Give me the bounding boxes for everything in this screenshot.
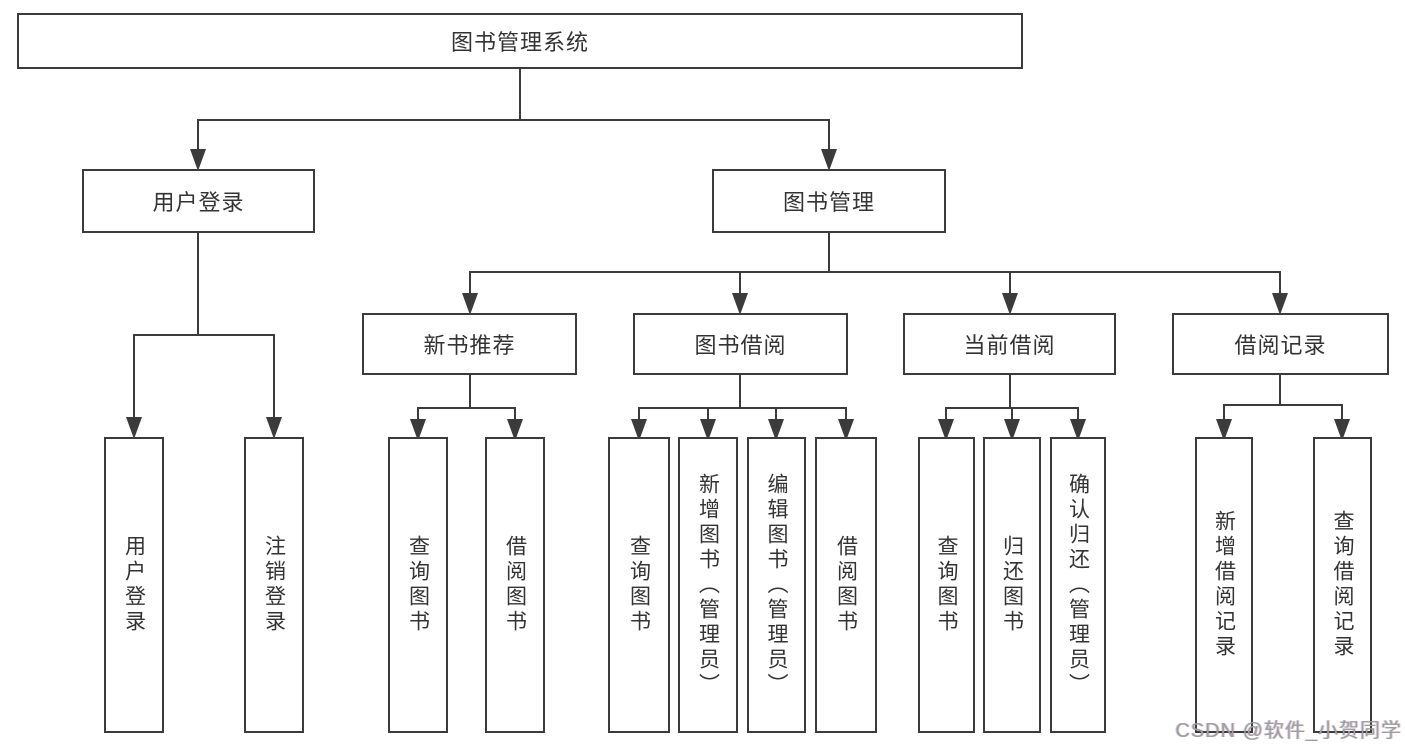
leaf-return-books-label: 归还图书 [1000,535,1024,635]
leaf-edit-books-admin-label: 编辑图书（管理员） [765,472,788,698]
leaf-borrow-books-2-label: 借阅图书 [834,535,858,635]
leaf-query-books-1-label: 查询图书 [406,535,430,635]
node-new-book-recommend: 新书推荐 [362,313,577,375]
arrow-down-icon [732,293,748,315]
arrow-down-icon [126,417,142,439]
arrow-down-icon [1002,293,1018,315]
leaf-logout: 注销登录 [244,437,304,733]
node-user-login: 用户登录 [82,169,315,233]
node-current-borrow: 当前借阅 [903,313,1116,375]
leaf-query-books-1: 查询图书 [388,437,448,733]
leaf-add-borrow-record: 新增借阅记录 [1195,437,1253,733]
leaf-add-borrow-record-label: 新增借阅记录 [1212,510,1236,660]
leaf-query-borrow-record-label: 查询借阅记录 [1331,510,1354,660]
arrow-down-icon [821,149,837,171]
node-borrow-records: 借阅记录 [1172,313,1389,375]
leaf-add-books-admin-label: 新增图书（管理员） [696,472,720,698]
leaf-query-borrow-record: 查询借阅记录 [1313,437,1372,733]
node-root: 图书管理系统 [17,13,1023,69]
leaf-borrow-books-2: 借阅图书 [815,437,877,733]
leaf-user-login-label: 用户登录 [122,535,146,635]
leaf-user-login: 用户登录 [104,437,164,733]
leaf-borrow-books-1-label: 借阅图书 [503,535,527,635]
node-book-borrow: 图书借阅 [633,313,848,375]
leaf-query-books-2: 查询图书 [608,437,670,733]
leaf-add-books-admin: 新增图书（管理员） [678,437,738,733]
leaf-query-books-3: 查询图书 [918,437,975,733]
leaf-confirm-return-admin-label: 确认归还（管理员） [1066,472,1090,698]
leaf-logout-label: 注销登录 [262,535,286,635]
arrow-down-icon [266,417,282,439]
leaf-query-books-2-label: 查询图书 [627,535,651,635]
leaf-borrow-books-1: 借阅图书 [485,437,545,733]
leaf-query-books-3-label: 查询图书 [935,535,958,635]
leaf-confirm-return-admin: 确认归还（管理员） [1050,437,1106,733]
watermark: CSDN @软件_小贺同学 [1175,720,1402,742]
node-book-management: 图书管理 [712,169,946,233]
leaf-return-books: 归还图书 [983,437,1041,733]
arrow-down-icon [190,149,206,171]
arrow-down-icon [462,293,478,315]
leaf-edit-books-admin: 编辑图书（管理员） [747,437,806,733]
arrow-down-icon [1272,293,1288,315]
